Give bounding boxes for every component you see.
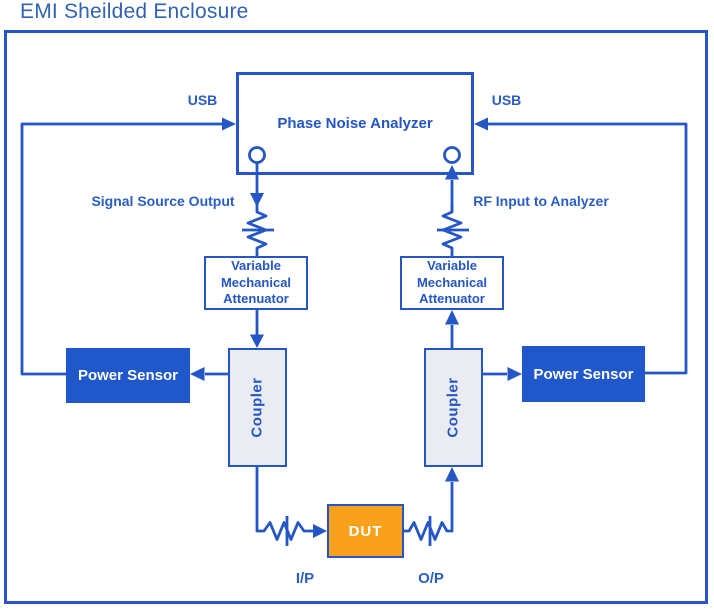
signal-source-port-icon (248, 146, 266, 164)
dut-label: DUT (348, 522, 383, 540)
arrowhead-right-icon (222, 117, 236, 131)
coupler-left-to-dut-path (255, 467, 327, 546)
arrowhead-up-icon (445, 165, 459, 180)
attenuator-right-label: Variable Mechanical Attenuator (416, 257, 488, 307)
rf-input-port-icon (443, 146, 461, 164)
right-signal-chain (437, 165, 469, 348)
left-signal-chain (242, 163, 274, 348)
power-sensor-right-label: Power Sensor (533, 365, 634, 383)
arrowhead-left-icon (190, 367, 205, 381)
phase-noise-analyzer-label: Phase Noise Analyzer (277, 115, 433, 132)
coupler-left-box: Coupler (228, 348, 287, 467)
arrowhead-down-icon (250, 193, 264, 207)
power-sensor-left-box: Power Sensor (66, 348, 190, 403)
power-sensor-right-box: Power Sensor (522, 346, 645, 402)
usb-left-connector (20, 117, 236, 376)
usb-right-label: USB (491, 92, 522, 108)
variable-mechanical-attenuator-right-box: Variable Mechanical Attenuator (400, 256, 504, 310)
arrowhead-down-icon (250, 334, 264, 348)
coupler-right-to-power-sensor (482, 367, 522, 381)
arrowhead-up-icon (445, 310, 459, 325)
input-port-label: I/P (295, 570, 315, 587)
power-sensor-left-label: Power Sensor (77, 367, 179, 384)
variable-mechanical-attenuator-left-box: Variable Mechanical Attenuator (204, 256, 308, 310)
coupler-right-box: Coupler (424, 348, 483, 467)
usb-right-connector (474, 117, 688, 375)
emi-enclosure-border (4, 30, 708, 604)
attenuator-left-label: Variable Mechanical Attenuator (220, 257, 292, 307)
diagram-title: EMI Sheilded Enclosure (20, 0, 249, 23)
signal-source-output-label: Signal Source Output (91, 193, 235, 209)
analyzer-ports (248, 146, 461, 164)
rf-input-to-analyzer-label: RF Input to Analyzer (473, 193, 609, 209)
arrowhead-up-icon (445, 467, 459, 482)
output-port-label: O/P (418, 570, 444, 587)
usb-left-label: USB (187, 92, 218, 108)
arrowhead-right-icon (313, 524, 327, 538)
dut-box: DUT (327, 504, 404, 558)
coupler-left-to-power-sensor (190, 367, 228, 381)
arrowhead-left-icon (474, 117, 488, 131)
arrowhead-right-icon (507, 367, 522, 381)
phase-noise-analyzer-box: Phase Noise Analyzer (236, 72, 474, 175)
dut-to-coupler-right-path (404, 467, 459, 546)
